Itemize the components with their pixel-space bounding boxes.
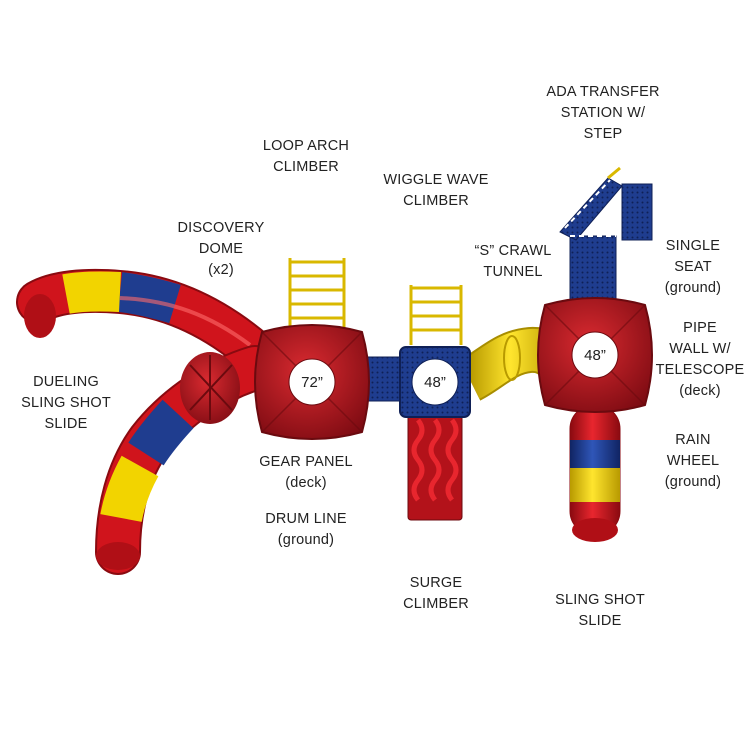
- deck-size-72: 72”: [301, 374, 323, 391]
- wiggle-wave-climber: [409, 285, 463, 345]
- deck-72: 72”: [254, 324, 370, 440]
- discovery-dome: [180, 352, 240, 424]
- label-drum-line: DRUM LINE(ground): [265, 511, 347, 548]
- deck-48-right: 48”: [537, 297, 653, 413]
- surge-climber: [407, 411, 463, 521]
- label-gear-panel: GEAR PANEL(deck): [259, 454, 353, 491]
- deck-size-48-right: 48”: [584, 347, 606, 364]
- dueling-sling-shot-slide-upper: [16, 268, 277, 374]
- deck-48-center: 48”: [399, 346, 471, 418]
- loop-arch-climber: [288, 258, 346, 330]
- deck-size-48-center: 48”: [424, 374, 446, 391]
- sling-shot-slide: [569, 404, 621, 542]
- ada-transfer-station: [559, 166, 653, 307]
